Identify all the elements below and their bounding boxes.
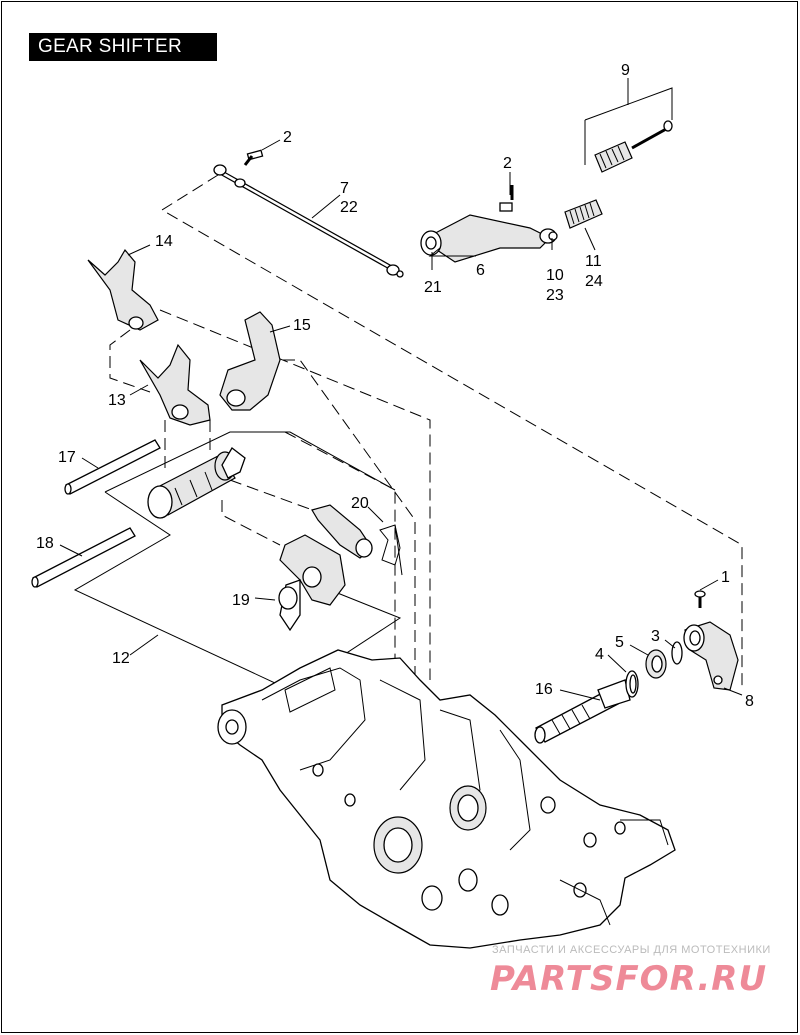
shift-fork-15 [219, 311, 281, 411]
callout-23: 23 [546, 287, 564, 304]
crankcase [217, 649, 676, 949]
callout-2-left: 2 [283, 129, 292, 146]
callout-20: 20 [351, 495, 369, 512]
callout-11: 11 [585, 253, 602, 270]
spring-20 [379, 524, 403, 576]
leader-lines [59, 139, 743, 701]
callout-16: 16 [535, 681, 553, 698]
callout-1: 1 [721, 569, 730, 586]
shift-pawl-assembly [278, 504, 373, 632]
callout-24: 24 [585, 273, 603, 290]
shift-rod [213, 164, 404, 278]
callout-12: 12 [112, 650, 130, 667]
screw-1 [694, 590, 706, 608]
shift-lever [420, 214, 558, 263]
callout-labels: 1 2 2 3 4 5 6 7 8 9 10 11 12 13 14 15 16… [36, 62, 754, 710]
bolt-2-left [243, 149, 264, 166]
callout-15: 15 [293, 317, 311, 334]
spring-11 [564, 199, 603, 229]
callout-5: 5 [615, 634, 624, 651]
callout-2-right: 2 [503, 155, 512, 172]
callout-6: 6 [476, 262, 485, 279]
shift-fork-14 [87, 248, 159, 331]
retaining-ring-3 [671, 641, 683, 665]
callout-17: 17 [58, 449, 76, 466]
shift-drum [147, 447, 246, 519]
shifter-lever-8 [683, 621, 739, 691]
callout-7: 7 [340, 180, 349, 197]
bolt-2-right [499, 185, 514, 212]
callout-21: 21 [424, 279, 442, 296]
callout-4: 4 [595, 646, 604, 663]
shaft-17 [64, 439, 161, 495]
shifter-shaft-16 [534, 679, 631, 744]
diagram-title: GEAR SHIFTER [29, 33, 217, 61]
callout-22: 22 [340, 199, 358, 216]
callout-13: 13 [108, 392, 126, 409]
callout-3: 3 [651, 628, 660, 645]
callout-14: 14 [155, 233, 173, 250]
callout-19: 19 [232, 592, 250, 609]
seal-4 [625, 670, 639, 698]
shaft-18 [31, 527, 136, 588]
callout-8: 8 [745, 693, 754, 710]
alignment-lines [109, 174, 743, 690]
watermark-brand: PARTSFOR.RU [490, 959, 767, 999]
group-outlines [73, 78, 673, 691]
callout-9: 9 [621, 62, 630, 79]
watermark: ЗАПЧАСТИ И АКСЕССУАРЫ ДЛЯ МОТОТЕХНИКИ PA… [490, 944, 771, 999]
spring-9 [594, 120, 673, 173]
bearing-5 [645, 649, 667, 679]
callout-10: 10 [546, 267, 564, 284]
callout-18: 18 [36, 535, 54, 552]
shift-fork-13 [139, 343, 211, 426]
watermark-tagline: ЗАПЧАСТИ И АКСЕССУАРЫ ДЛЯ МОТОТЕХНИКИ [492, 944, 771, 956]
